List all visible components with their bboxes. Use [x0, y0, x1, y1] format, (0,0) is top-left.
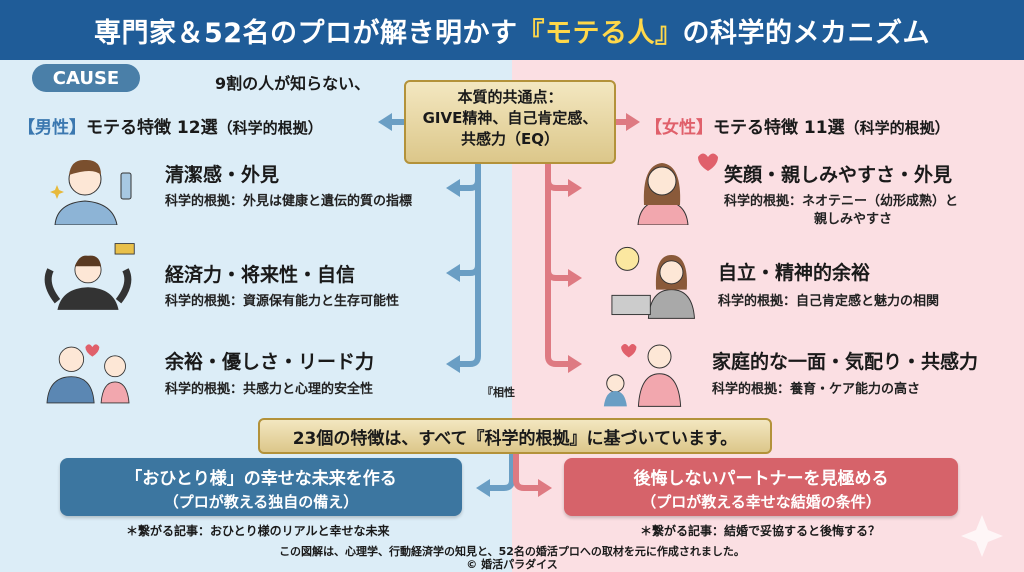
female-feature-title: 自立・精神的余裕	[718, 262, 871, 284]
stray-label: 『相性	[482, 386, 515, 399]
credit-footer: この図解は、心理学、行動経済学の知見と、52名の婚活プロへの取材を元に作成されま…	[0, 545, 1024, 571]
female-feature-desc: 科学的根拠：養育・ケア能力の高さ	[712, 382, 921, 397]
male-feature-desc: 科学的根拠：共感力と心理的安全性	[165, 382, 374, 397]
female-feature-desc: 科学的根拠：自己肯定感と魅力の相関	[718, 294, 940, 309]
credit-text: この図解は、心理学、行動経済学の知見と、52名の婚活プロへの取材を元に作成されま…	[279, 545, 745, 558]
button-subtitle: （プロが教える幸せな結婚の条件）	[641, 493, 881, 511]
title-text-end: の科学的メカニズム	[682, 17, 931, 49]
page-title: 専門家＆52名のプロが解き明かす『モテる人』の科学的メカニズム	[0, 0, 1024, 60]
female-title: モテる特徴 11選	[713, 118, 845, 138]
confident-man-illustration	[44, 243, 135, 310]
core-line: GIVE精神、自己肯定感、	[422, 109, 598, 127]
female-feature-desc: 科学的根拠：ネオテニー（幼形成熟）と	[724, 194, 959, 209]
related-article-note-left[interactable]: ＊繋がる記事：おひとり様のリアルと幸せな未来	[126, 524, 390, 538]
copyright-text: © 婚活パラダイス	[466, 558, 558, 571]
single-future-link-button[interactable]: 「おひとり様」の幸せな未来を作る （プロが教える独自の備え）	[60, 458, 462, 516]
male-tag: 【男性】	[18, 118, 86, 138]
female-feature-title: 笑顔・親しみやすさ・外見	[724, 164, 953, 186]
flow-arrows	[378, 113, 1003, 557]
female-section-heading: 【女性】モテる特徴 11選（科学的根拠）	[645, 113, 950, 138]
cause-badge: CAUSE	[32, 64, 140, 92]
female-feature-desc-cont: 親しみやすさ	[814, 212, 893, 227]
related-article-note-right[interactable]: ＊繋がる記事：結婚で妥協すると後悔する？	[640, 524, 881, 538]
male-feature-title: 清潔感・外見	[165, 164, 280, 186]
partner-selection-link-button[interactable]: 後悔しないパートナーを見極める （プロが教える幸せな結婚の条件）	[564, 458, 958, 516]
button-title: 後悔しないパートナーを見極める	[633, 469, 889, 489]
button-subtitle: （プロが教える独自の備え）	[163, 493, 359, 511]
clean-man-illustration	[50, 159, 132, 225]
male-feature-desc: 科学的根拠：外見は健康と遺伝的質の指標	[165, 194, 413, 209]
female-feature-title: 家庭的な一面・気配り・共感力	[712, 351, 979, 373]
male-feature-title: 余裕・優しさ・リード力	[165, 351, 375, 373]
title-highlight: 『モテる人』	[517, 17, 683, 49]
female-tag: 【女性】	[645, 118, 713, 138]
core-line: 本質的共通点：	[457, 88, 563, 106]
female-note: （科学的根拠）	[844, 119, 950, 137]
couple-illustration	[46, 344, 130, 404]
male-feature-title: 経済力・将来性・自信	[165, 264, 356, 286]
working-woman-illustration	[611, 246, 695, 319]
button-title: 「おひとり様」の幸せな未来を作る	[125, 469, 397, 489]
family-woman-illustration	[603, 344, 682, 407]
title-text: 専門家＆52名のプロが解き明かす	[93, 17, 518, 49]
male-title: モテる特徴 12選	[86, 118, 218, 138]
male-section-heading: 【男性】モテる特徴 12選（科学的根拠）	[18, 113, 323, 138]
core-line: 共感力（EQ）	[461, 130, 559, 148]
male-note: （科学的根拠）	[217, 119, 323, 137]
kicker-text: 9割の人が知らない、	[215, 74, 371, 93]
male-feature-desc: 科学的根拠：資源保有能力と生存可能性	[165, 294, 400, 309]
core-commonality-box: 本質的共通点： GIVE精神、自己肯定感、 共感力（EQ）	[404, 80, 616, 164]
summary-banner: 23個の特徴は、すべて『科学的根拠』に基づいています。	[258, 418, 772, 454]
smiling-woman-illustration	[637, 153, 718, 225]
